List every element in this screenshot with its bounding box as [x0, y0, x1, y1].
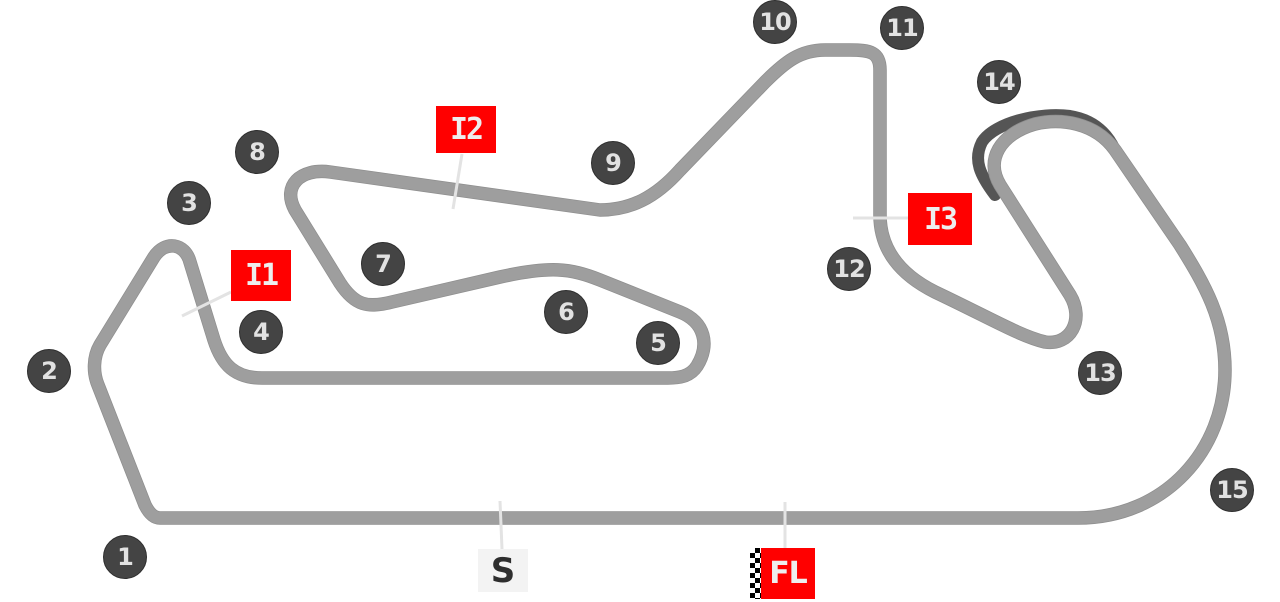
finish-line-marker[interactable]: FL [750, 548, 815, 599]
turn-marker-12[interactable]: 12 [827, 247, 871, 291]
intermediate-label: I3 [923, 201, 958, 237]
turn-label: 8 [249, 138, 266, 166]
turn-label: 11 [886, 14, 918, 42]
start-label: S [490, 550, 516, 591]
turn-marker-8[interactable]: 8 [235, 130, 279, 174]
turn-marker-4[interactable]: 4 [239, 310, 283, 354]
turn-marker-1[interactable]: 1 [103, 535, 147, 579]
turn-label: 5 [650, 329, 667, 357]
turn-label: 14 [983, 68, 1015, 96]
start-leader-line [498, 500, 504, 550]
turn-label: 4 [253, 318, 270, 346]
turn-marker-13[interactable]: 13 [1078, 351, 1122, 395]
turn-marker-7[interactable]: 7 [361, 242, 405, 286]
turn-marker-14[interactable]: 14 [977, 60, 1021, 104]
turn-label: 2 [41, 357, 58, 385]
turn-label: 9 [605, 149, 622, 177]
intermediate-label: I1 [244, 258, 279, 293]
checkered-flag-icon [750, 548, 761, 599]
turn-marker-11[interactable]: 11 [880, 6, 924, 50]
i1-leader-line [181, 290, 232, 318]
turn-label: 7 [375, 250, 392, 278]
turn-label: 13 [1084, 359, 1116, 387]
turn-marker-10[interactable]: 10 [753, 0, 797, 44]
turn-marker-9[interactable]: 9 [591, 141, 635, 185]
turn-label: 12 [833, 255, 865, 283]
turn-label: 3 [181, 189, 198, 217]
turn-marker-5[interactable]: 5 [636, 321, 680, 365]
turn-label: 6 [558, 298, 575, 326]
finish-line-label: FL [761, 548, 815, 599]
start-marker[interactable]: S [478, 549, 528, 592]
turn-marker-6[interactable]: 6 [544, 290, 588, 334]
intermediate-marker-i1[interactable]: I1 [231, 250, 291, 301]
turn-marker-2[interactable]: 2 [27, 349, 71, 393]
intermediate-label: I2 [449, 112, 484, 147]
intermediate-marker-i2[interactable]: I2 [436, 106, 496, 153]
turn-label: 1 [117, 543, 134, 571]
turn-label: 10 [759, 8, 791, 36]
turn-label: 15 [1216, 476, 1248, 504]
track-surface [88, 44, 1231, 524]
turn-marker-3[interactable]: 3 [167, 181, 211, 225]
i2-leader-line [451, 153, 464, 210]
intermediate-marker-i3[interactable]: I3 [908, 193, 972, 245]
turn-marker-15[interactable]: 15 [1210, 468, 1254, 512]
